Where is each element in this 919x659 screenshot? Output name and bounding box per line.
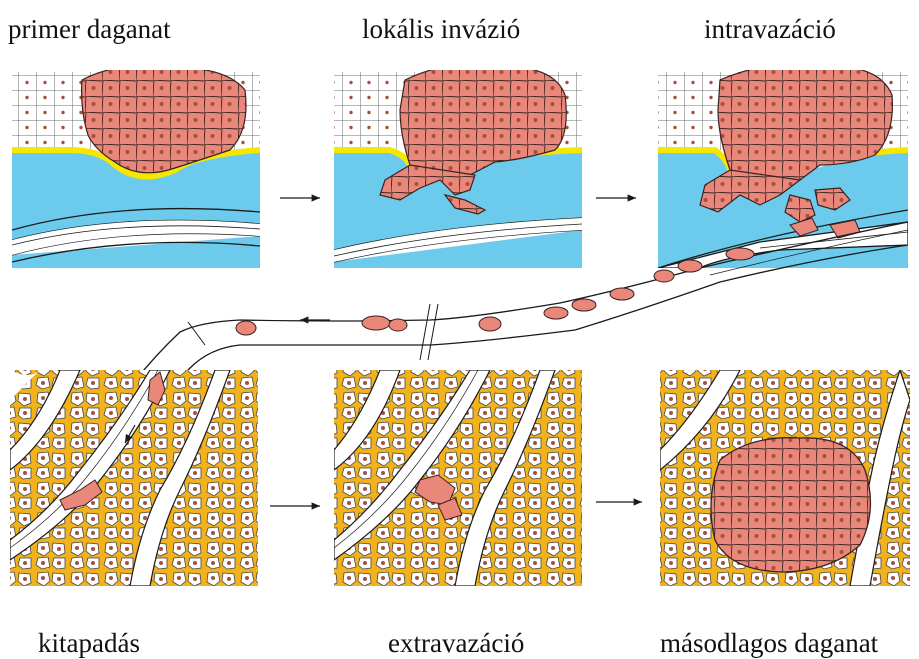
label-secondary-tumor: másodlagos daganat	[660, 630, 878, 657]
label-primary-tumor: primer daganat	[8, 16, 171, 43]
panel-intravasation	[658, 64, 908, 268]
label-extravasation: extravazáció	[388, 630, 524, 657]
panel-arrest	[10, 370, 258, 586]
label-local-invasion: lokális invázió	[362, 16, 520, 43]
panel-extravasation	[334, 370, 582, 586]
label-intravasation: intravazáció	[704, 16, 836, 43]
panel-local-invasion	[334, 64, 582, 268]
panel-primary-tumor	[12, 66, 260, 268]
label-arrest: kitapadás	[38, 630, 140, 657]
panel-secondary-tumor	[660, 370, 910, 586]
